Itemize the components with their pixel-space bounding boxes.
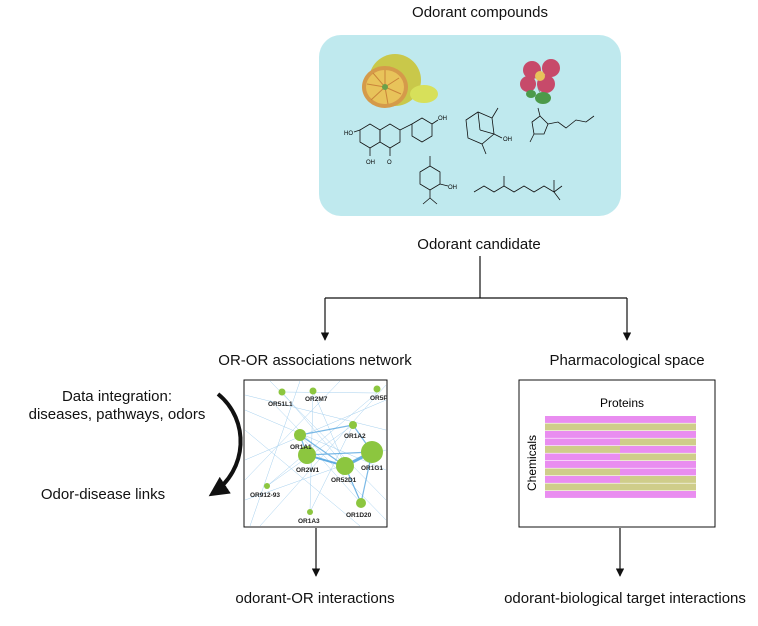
- atom-label: OH: [366, 160, 375, 166]
- network-node-or2w1: [298, 446, 316, 464]
- matrix-cell: [620, 438, 696, 446]
- node-label: OR1D20: [346, 512, 372, 519]
- odor-disease-links-label: Odor-disease links: [40, 486, 166, 503]
- integration-arrow: [208, 392, 243, 497]
- odorant-or-interactions-label: odorant-OR interactions: [235, 590, 395, 607]
- matrix-cell: [545, 476, 620, 483]
- matrix-cell: [620, 446, 696, 453]
- matrix-cell: [545, 483, 620, 491]
- matrix-cell: [620, 476, 696, 483]
- matrix-cell: [620, 416, 696, 423]
- matrix-cell: [545, 431, 620, 438]
- citrus-fruit-icon: [362, 54, 438, 108]
- matrix-cell: [620, 491, 696, 498]
- network-node-or1a1: [294, 429, 306, 441]
- atom-label: OH: [438, 116, 447, 122]
- network-node-or52d1: [336, 457, 354, 475]
- node-label: OR912-93: [250, 492, 280, 499]
- pharmacological-space-title: Pharmacological space: [549, 352, 705, 369]
- odorant-compounds-title: Odorant compounds: [412, 4, 548, 21]
- atom-label: OH: [448, 185, 457, 191]
- matrix-cell: [545, 468, 620, 476]
- network-node-or1g1: [361, 441, 383, 463]
- interaction-matrix: [545, 416, 696, 498]
- odorant-candidate-label: Odorant candidate: [417, 236, 541, 253]
- matrix-cell: [545, 491, 620, 498]
- matrix-cell: [545, 423, 620, 431]
- chemicals-label: Chemicals: [525, 435, 539, 491]
- node-label: OR5P: [370, 395, 388, 402]
- network-node-or912-93: [264, 483, 270, 489]
- or-network-title: OR-OR associations network: [218, 352, 412, 369]
- network-node-or1d20: [356, 498, 366, 508]
- matrix-cell: [620, 468, 696, 476]
- branch-connector: [311, 256, 632, 577]
- matrix-cell: [620, 423, 696, 431]
- node-label: OR1A3: [298, 518, 320, 525]
- atom-label: OH: [503, 137, 512, 143]
- data-integration-line1: Data integration:: [61, 388, 173, 405]
- matrix-cell: [620, 461, 696, 468]
- network-node-or1a2: [349, 421, 357, 429]
- network-nodes: [264, 385, 383, 515]
- citral-molecule-icon: [473, 176, 563, 201]
- flavanone-molecule-icon: [353, 117, 439, 156]
- matrix-cell: [620, 431, 696, 438]
- atom-label: O: [387, 160, 392, 166]
- data-integration-line2: diseases, pathways, odors: [28, 406, 206, 423]
- node-label: OR1G1: [361, 465, 383, 472]
- node-label: OR1A1: [290, 444, 312, 451]
- odorant-target-interactions-label: odorant-biological target interactions: [504, 590, 746, 607]
- matrix-cell: [545, 438, 620, 446]
- proteins-label: Proteins: [600, 396, 644, 410]
- network-node-or2m7: [309, 387, 317, 395]
- jasmone-molecule-icon: [529, 107, 595, 143]
- network-node-or51l1: [278, 388, 286, 396]
- odorant-compounds-box: [319, 35, 621, 216]
- flower-icon: [520, 59, 560, 104]
- matrix-cell: [620, 453, 696, 461]
- matrix-cell: [620, 483, 696, 491]
- menthol-molecule-icon: [419, 156, 449, 205]
- node-label: OR1A2: [344, 433, 366, 440]
- matrix-cell: [545, 446, 620, 453]
- node-label: OR51L1: [268, 401, 293, 408]
- network-labels: OR51L1 OR2M7 OR5P OR1A1 OR1A2 OR2W1 OR52…: [250, 395, 388, 525]
- network-node-or5p: [373, 385, 381, 393]
- matrix-cell: [545, 461, 620, 468]
- matrix-cell: [545, 453, 620, 461]
- node-label: OR2W1: [296, 467, 320, 474]
- network-node-or1a3: [307, 509, 313, 515]
- node-label: OR2M7: [305, 396, 328, 403]
- node-label: OR52D1: [331, 477, 357, 484]
- atom-label: HO: [344, 131, 353, 137]
- matrix-cell: [545, 416, 620, 423]
- bicyclic-molecule-icon: [465, 107, 503, 155]
